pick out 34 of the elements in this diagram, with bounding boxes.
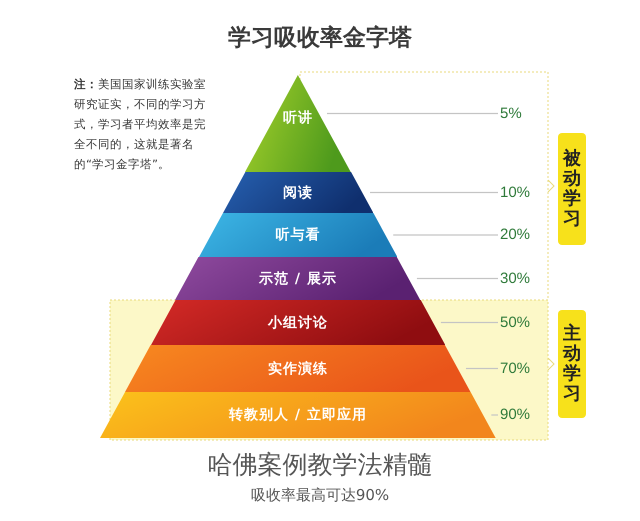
percentage-label: 90% — [500, 405, 530, 425]
leader-line — [393, 234, 498, 236]
percentage-label: 70% — [500, 358, 530, 378]
pyramid-layer — [222, 172, 374, 213]
subtitle: 哈佛案例教学法精髓 — [206, 449, 434, 481]
layer-label: 听讲 — [282, 108, 314, 128]
pyramid-layer — [125, 345, 471, 392]
layer-label: 听与看 — [274, 226, 322, 245]
layer-label: 示范 / 展示 — [258, 270, 338, 288]
subtitle-note: 吸收率最高可达90% — [250, 486, 390, 505]
percentage-label: 5% — [500, 104, 522, 124]
leader-line — [370, 192, 498, 194]
percentage-label: 10% — [500, 182, 530, 202]
pyramid-layer — [150, 300, 446, 345]
title: 学习吸收率金字塔 — [227, 24, 413, 53]
leader-line — [440, 322, 498, 324]
category-tag: 被动学习 — [558, 133, 586, 245]
layer-label: 阅读 — [282, 184, 314, 202]
leader-line — [466, 368, 498, 370]
pyramid-layer — [175, 257, 421, 300]
percentage-label: 30% — [500, 268, 530, 288]
percentage-label: 20% — [500, 225, 530, 245]
leader-line — [326, 112, 498, 114]
note-text: 注：美国国家训练实验室研究证实，不同的学习方式，学习者平均效率是完全不同的，这就是著名的“学习金字塔”。 — [74, 76, 207, 173]
leader-line — [416, 278, 498, 280]
pyramid-layer — [198, 213, 398, 257]
category-tag: 主动学习 — [558, 310, 586, 418]
pyramid-layer — [245, 75, 351, 172]
layer-label: 转教别人 / 立即应用 — [228, 406, 368, 425]
percentage-label: 50% — [500, 312, 530, 332]
layer-label: 实作演练 — [266, 360, 329, 378]
leader-line — [491, 414, 498, 416]
layer-label: 小组讨论 — [266, 314, 329, 332]
pyramid-layer — [100, 392, 496, 438]
